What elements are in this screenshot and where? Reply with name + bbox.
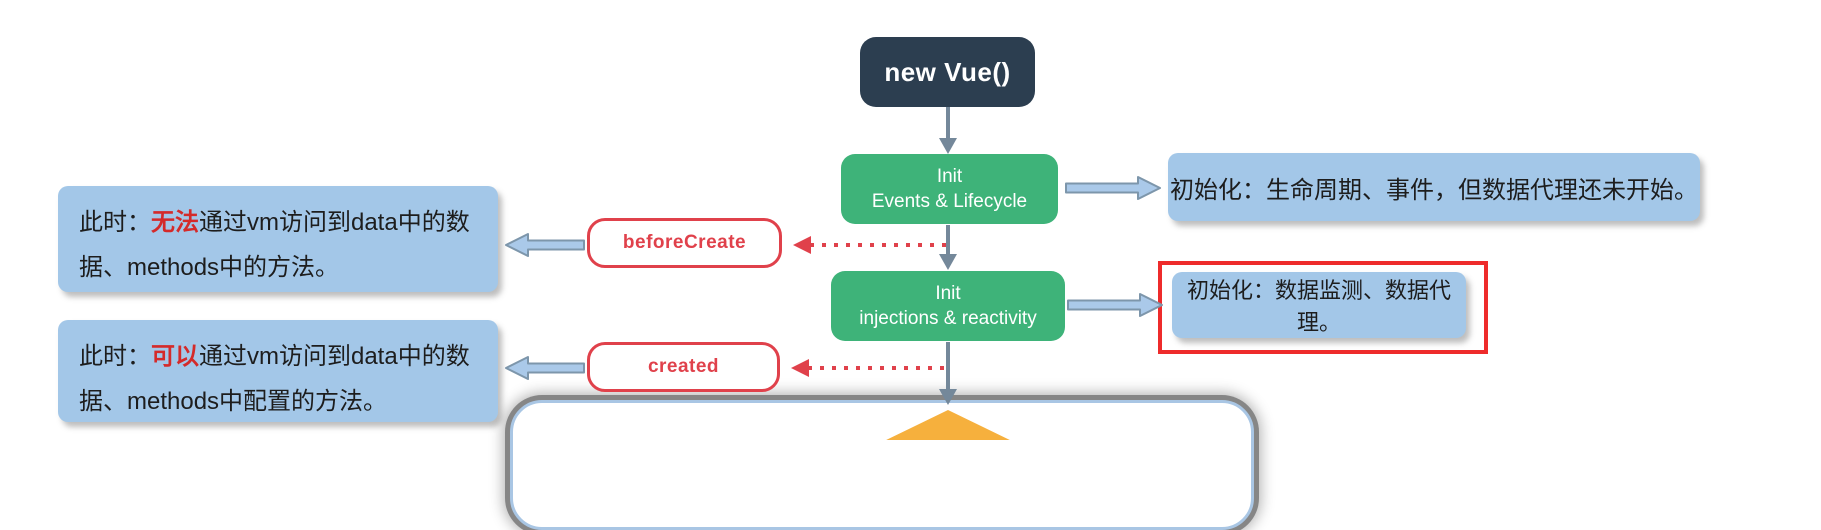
note-init-injections-text: 初始化：数据监测、数据代理。 [1186, 278, 1451, 335]
note-init-events-explanation: 初始化：生命周期、事件，但数据代理还未开始。 [1168, 153, 1700, 221]
node-new-vue-label: new Vue() [884, 56, 1011, 87]
node-init-injections-line1: Init [935, 283, 961, 304]
dotted-arrow-created [791, 359, 950, 377]
node-init-injections-reactivity: Init injections & reactivity [831, 271, 1065, 341]
hook-created-label: created [647, 356, 720, 377]
note-created-rest: 通过vm访问到data中的数据、methods中配置的方法。 [79, 343, 470, 415]
note-created-prefix: 此时： [79, 343, 151, 370]
arrow-to-right-note-2 [1067, 293, 1163, 317]
node-init-events-lifecycle: Init Events & Lifecycle [841, 154, 1058, 224]
note-beforecreate-rest: 通过vm访问到data中的数据、methods中的方法。 [79, 209, 470, 281]
hook-beforecreate: beforeCreate [587, 218, 782, 268]
node-init-events-line1: Init [936, 166, 963, 187]
dotted-arrow-beforecreate [793, 236, 950, 254]
hook-created: created [587, 342, 780, 392]
note-beforecreate-highlight: 无法 [151, 209, 199, 236]
arrow-newvue-to-init-events [939, 107, 957, 154]
note-created-explanation: 此时：可以通过vm访问到data中的数据、methods中配置的方法。 [58, 320, 498, 422]
arrow-to-left-note-1 [505, 233, 585, 257]
note-init-injections-explanation: 初始化：数据监测、数据代理。 [1172, 272, 1466, 338]
note-init-events-text: 初始化：生命周期、事件，但数据代理还未开始。 [1170, 176, 1698, 204]
highlight-frame [1158, 261, 1488, 354]
arrow-to-left-note-2 [505, 356, 585, 380]
node-new-vue: new Vue() [860, 37, 1035, 107]
compile-template-container [510, 400, 1254, 530]
arrow-init-injections-to-container [939, 342, 957, 405]
arrow-to-right-note-1 [1065, 176, 1161, 200]
arrow-init-events-to-init-injections [939, 225, 957, 270]
note-beforecreate-explanation: 此时：无法通过vm访问到data中的数据、methods中的方法。 [58, 186, 498, 292]
hook-beforecreate-label: beforeCreate [622, 232, 747, 253]
spine-arrows [939, 107, 957, 405]
node-init-events-line2: Events & Lifecycle [871, 191, 1028, 212]
note-beforecreate-prefix: 此时： [79, 209, 151, 236]
node-init-injections-line2: injections & reactivity [859, 308, 1037, 329]
note-created-highlight: 可以 [151, 343, 199, 370]
